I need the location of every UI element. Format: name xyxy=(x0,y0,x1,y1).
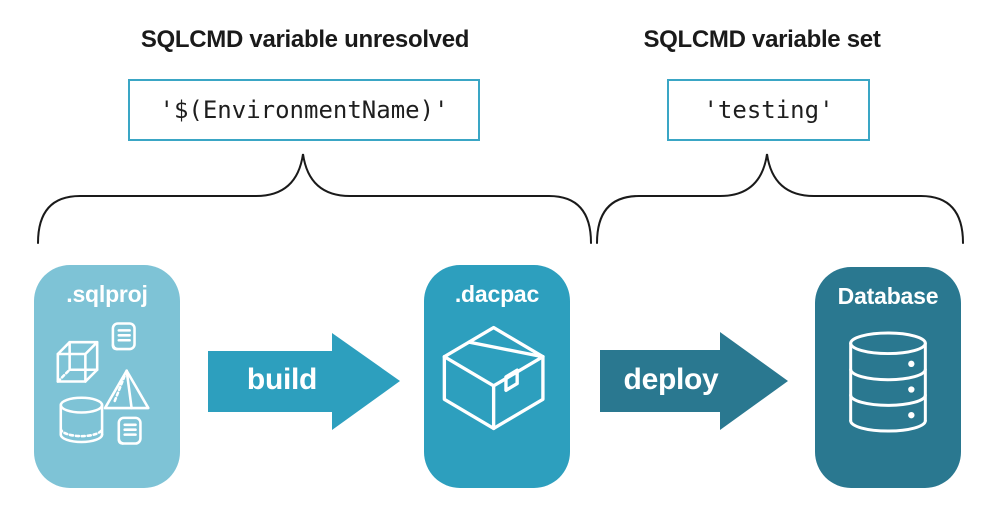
package-icon xyxy=(442,325,545,431)
pyramid-icon xyxy=(103,369,150,410)
deploy-arrow-label: deploy xyxy=(623,363,719,396)
card-sqlproj: .sqlproj xyxy=(34,265,180,488)
curly-brace-left-icon xyxy=(37,153,592,244)
scroll-icon xyxy=(117,416,142,445)
title-unresolved: SQLCMD variable unresolved xyxy=(140,26,470,53)
code-value-unresolved: '$(EnvironmentName)' xyxy=(159,96,449,124)
card-dacpac: .dacpac xyxy=(424,265,570,488)
code-box-set: 'testing' xyxy=(667,79,870,141)
cylinder-icon xyxy=(59,396,104,444)
build-arrow xyxy=(208,333,400,430)
sqlproj-icons xyxy=(56,322,150,445)
code-box-unresolved: '$(EnvironmentName)' xyxy=(128,79,480,141)
cube-icon xyxy=(56,340,99,383)
card-database: Database xyxy=(815,267,961,488)
card-sqlproj-label: .sqlproj xyxy=(66,281,148,307)
card-database-label: Database xyxy=(837,283,939,309)
curly-brace-right-icon xyxy=(596,153,964,244)
scroll-icon xyxy=(111,322,136,351)
code-value-set: 'testing' xyxy=(703,96,834,124)
title-set: SQLCMD variable set xyxy=(643,26,881,53)
database-icon xyxy=(849,331,927,433)
build-arrow-label: build xyxy=(246,363,318,396)
card-dacpac-label: .dacpac xyxy=(454,281,540,307)
deploy-arrow xyxy=(600,332,788,430)
